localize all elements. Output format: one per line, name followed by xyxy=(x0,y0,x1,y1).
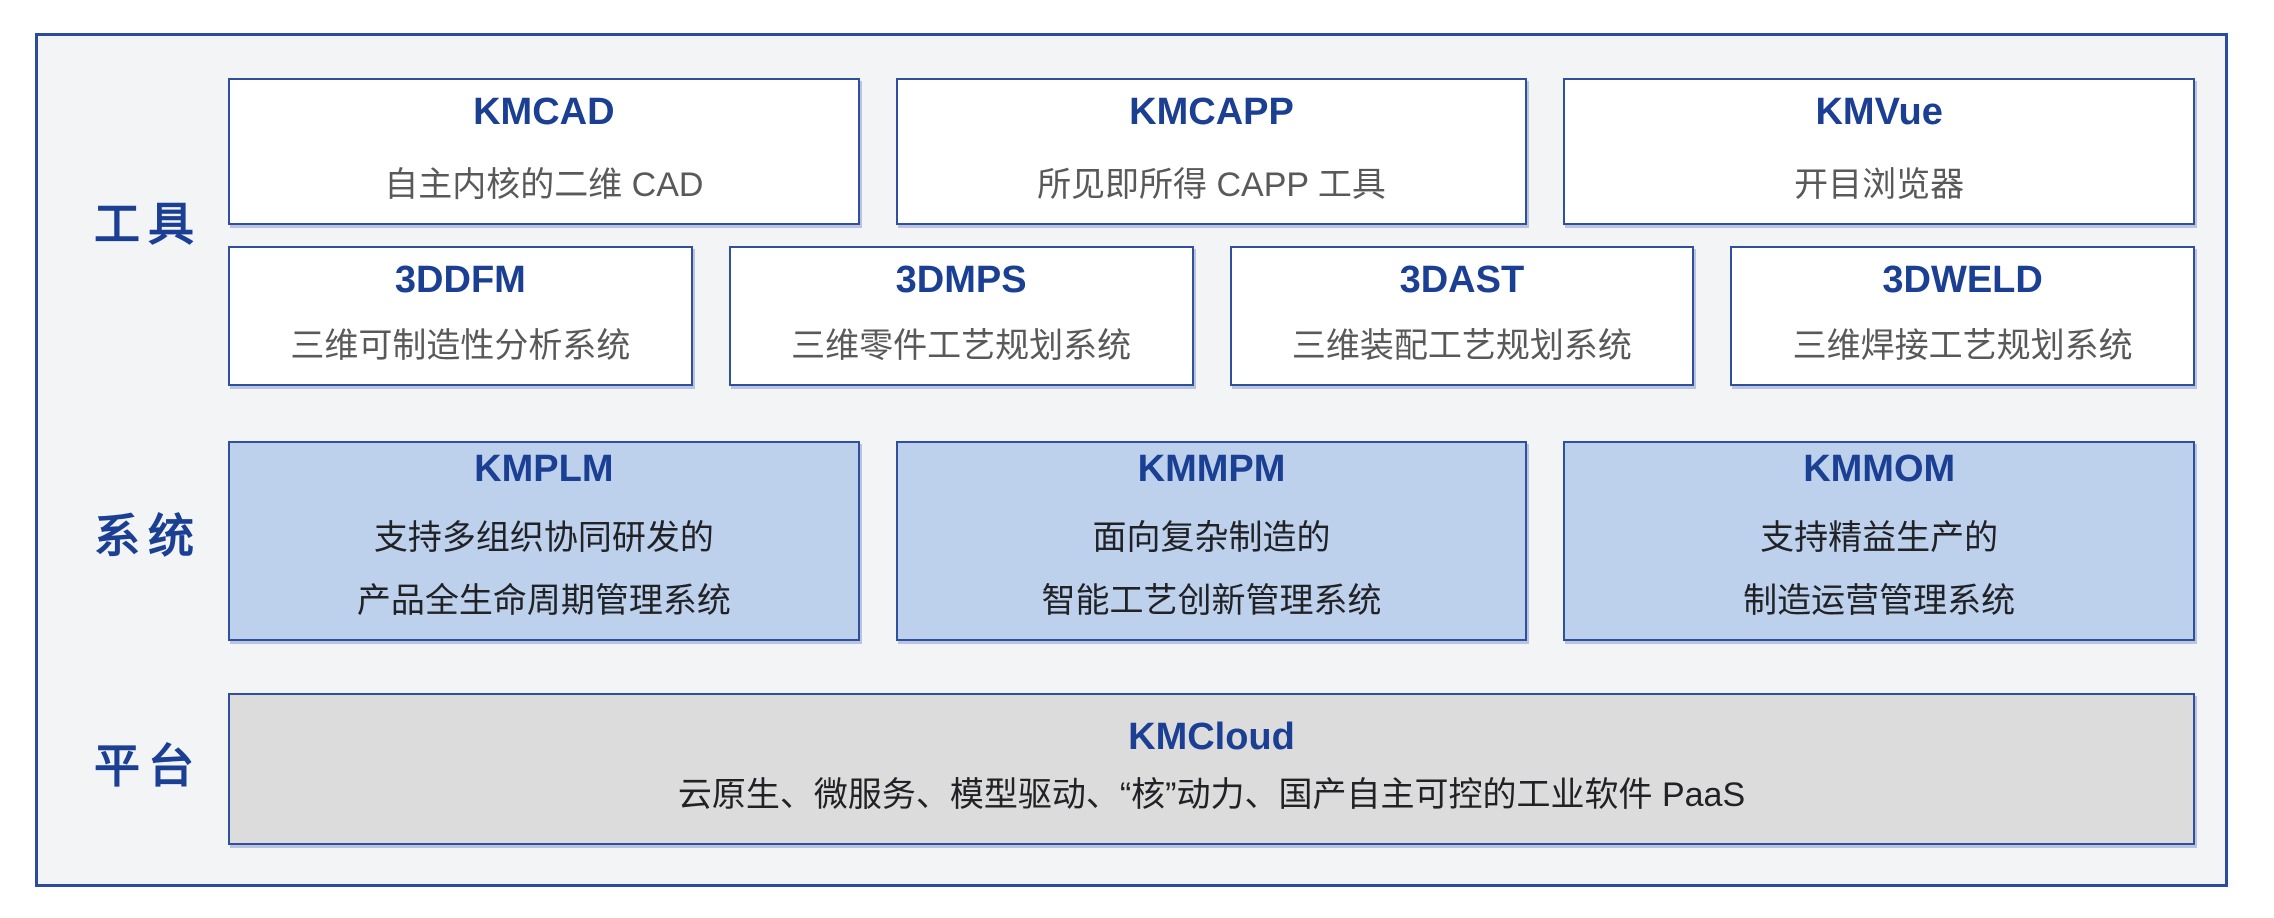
product-desc-3dast: 三维装配工艺规划系统 xyxy=(1291,327,1632,366)
product-title-kmcad: KMCAD xyxy=(473,91,615,134)
product-desc-line1: 面向复杂制造的 xyxy=(1092,519,1331,557)
product-box-3dast: 3DAST 三维装配工艺规划系统 xyxy=(1229,246,1695,386)
product-desc-line1: 支持精益生产的 xyxy=(1760,519,1999,557)
product-title-3ddfm: 3DDFM xyxy=(394,258,526,301)
product-desc-line2: 产品全生命周期管理系统 xyxy=(356,581,731,620)
product-title-3dast: 3DAST xyxy=(1399,258,1525,301)
product-title-3dweld: 3DWELD xyxy=(1882,258,2043,301)
product-title-kmcapp: KMCAPP xyxy=(1129,91,1294,134)
product-title-kmvue: KMVue xyxy=(1815,91,1943,134)
tools-row-1: KMCAD 自主内核的二维 CAD KMCAPP 所见即所得 CAPP 工具 K… xyxy=(228,78,2196,225)
product-box-kmcad: KMCAD 自主内核的二维 CAD xyxy=(228,78,860,225)
product-desc-kmvue: 开目浏览器 xyxy=(1794,165,1965,204)
systems-row: KMPLM 支持多组织协同研发的 产品全生命周期管理系统 KMMPM 面向复杂制… xyxy=(228,441,2196,641)
product-desc-kmcapp: 所见即所得 CAPP 工具 xyxy=(1037,165,1386,204)
product-box-3ddfm: 3DDFM 三维可制造性分析系统 xyxy=(228,246,693,386)
section-label-platform: 平台 xyxy=(94,740,202,792)
product-title-kmcloud: KMCloud xyxy=(1128,715,1295,758)
product-desc-3dmps: 三维零件工艺规划系统 xyxy=(791,327,1132,366)
product-desc-line1: 支持多组织协同研发的 xyxy=(373,519,714,557)
product-desc-3dweld: 三维焊接工艺规划系统 xyxy=(1792,327,2133,366)
product-title-3dmps: 3DMPS xyxy=(895,258,1027,301)
product-box-kmmom: KMMOM 支持精益生产的 制造运营管理系统 xyxy=(1563,441,2196,641)
product-desc-3ddfm: 三维可制造性分析系统 xyxy=(290,327,631,366)
product-box-3dweld: 3DWELD 三维焊接工艺规划系统 xyxy=(1730,246,2195,386)
platform-row: KMCloud 云原生、微服务、模型驱动、“核”动力、国产自主可控的工业软件 P… xyxy=(228,693,2195,845)
product-desc-kmmom: 支持精益生产的 制造运营管理系统 xyxy=(1743,507,2015,633)
product-box-kmcapp: KMCAPP 所见即所得 CAPP 工具 xyxy=(895,78,1528,225)
product-box-3dmps: 3DMPS 三维零件工艺规划系统 xyxy=(728,246,1194,386)
section-label-systems: 系统 xyxy=(94,510,202,562)
product-desc-kmplm: 支持多组织协同研发的 产品全生命周期管理系统 xyxy=(357,507,731,633)
product-desc-kmcad: 自主内核的二维 CAD xyxy=(384,165,704,204)
diagram-frame: 工具 系统 平台 KMCAD 自主内核的二维 CAD KMCAPP 所见即所得 … xyxy=(35,33,2228,887)
product-box-kmvue: KMVue 开目浏览器 xyxy=(1563,78,2196,225)
product-title-kmplm: KMPLM xyxy=(474,448,614,491)
product-box-kmcloud: KMCloud 云原生、微服务、模型驱动、“核”动力、国产自主可控的工业软件 P… xyxy=(228,693,2195,845)
product-desc-kmmpm: 面向复杂制造的 智能工艺创新管理系统 xyxy=(1042,507,1382,633)
product-box-kmmpm: KMMPM 面向复杂制造的 智能工艺创新管理系统 xyxy=(895,441,1528,641)
product-box-kmplm: KMPLM 支持多组织协同研发的 产品全生命周期管理系统 xyxy=(228,441,860,641)
section-label-tools: 工具 xyxy=(94,198,202,250)
product-desc-line2: 制造运营管理系统 xyxy=(1743,581,2016,620)
product-desc-kmcloud: 云原生、微服务、模型驱动、“核”动力、国产自主可控的工业软件 PaaS xyxy=(677,776,1746,815)
product-title-kmmpm: KMMPM xyxy=(1137,448,1286,491)
tools-row-2: 3DDFM 三维可制造性分析系统 3DMPS 三维零件工艺规划系统 3DAST … xyxy=(228,246,2195,386)
product-desc-line2: 智能工艺创新管理系统 xyxy=(1041,581,1382,620)
product-title-kmmom: KMMOM xyxy=(1803,448,1956,491)
